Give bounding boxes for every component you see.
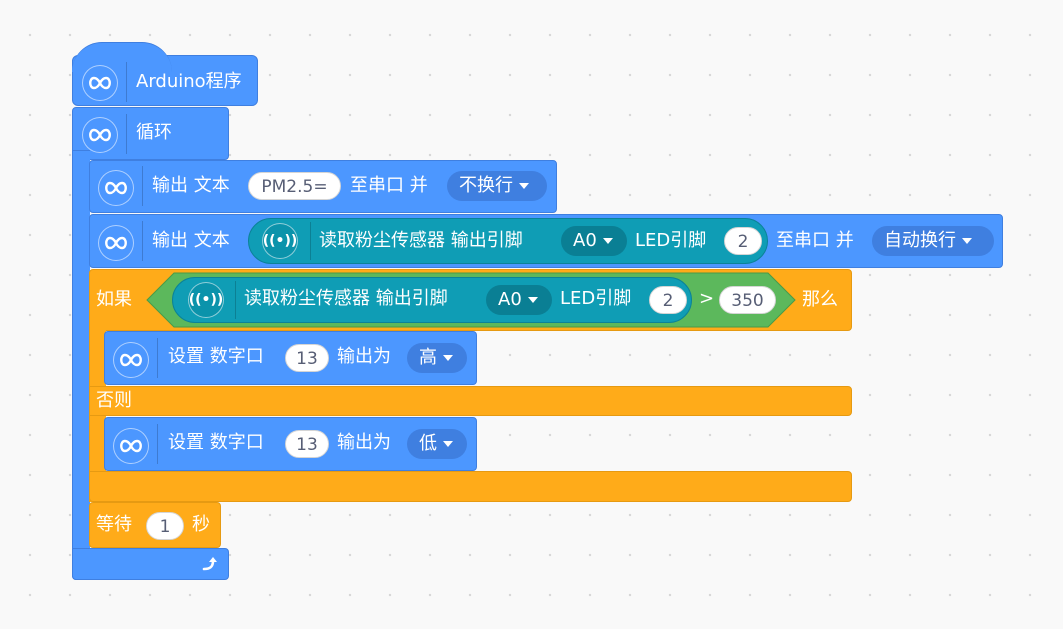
- caret-down-icon: [962, 238, 972, 244]
- if-else-block-middle: [89, 386, 852, 416]
- dust-sensor-reporter[interactable]: [172, 277, 692, 323]
- infinity-icon: [98, 170, 134, 206]
- if-else-block-bottom: [89, 471, 852, 502]
- dropdown-value: A0: [498, 289, 522, 310]
- operator-symbol: >: [699, 288, 715, 309]
- pin-number-input[interactable]: 13: [285, 430, 329, 458]
- caret-down-icon: [443, 355, 453, 361]
- separator: [157, 424, 158, 464]
- newline-mode-dropdown[interactable]: 不换行: [447, 171, 547, 201]
- loop-block-bottom[interactable]: [72, 548, 229, 580]
- infinity-icon: [82, 65, 118, 101]
- print-prefix-label: 输出 文本: [152, 230, 230, 251]
- separator: [126, 62, 127, 102]
- set-pin-label: 设置 数字口: [168, 432, 264, 453]
- wait-label: 等待: [96, 514, 132, 535]
- led-pin-input[interactable]: 2: [649, 286, 687, 314]
- infinity-icon: [113, 342, 149, 378]
- serial-label: 至串口 并: [776, 230, 854, 251]
- separator: [142, 221, 143, 261]
- dropdown-value: 自动换行: [884, 230, 956, 251]
- loop-arrow-icon: [200, 554, 220, 574]
- infinity-icon: [82, 117, 118, 153]
- sensor-label: 读取粉尘传感器 输出引脚: [244, 288, 448, 309]
- hat-block-cap: [72, 42, 172, 72]
- set-pin-label: 设置 数字口: [168, 346, 264, 367]
- dropdown-value: 不换行: [459, 175, 513, 196]
- dropdown-value: A0: [573, 230, 597, 251]
- text-input[interactable]: PM2.5=: [248, 172, 341, 200]
- threshold-input[interactable]: 350: [719, 286, 776, 314]
- level-dropdown[interactable]: 高: [407, 343, 467, 373]
- caret-down-icon: [602, 238, 613, 244]
- loop-label: 循环: [136, 122, 172, 143]
- radio-wave-icon: ((•)): [262, 223, 298, 259]
- dust-sensor-reporter[interactable]: [248, 218, 768, 264]
- dropdown-value: 高: [419, 347, 437, 368]
- led-label: LED引脚: [560, 288, 632, 309]
- sensor-label: 读取粉尘传感器 输出引脚: [319, 230, 523, 251]
- caret-down-icon: [527, 297, 538, 303]
- program-label: Arduino程序: [136, 71, 242, 92]
- else-label: 否则: [96, 390, 132, 411]
- newline-mode-dropdown[interactable]: 自动换行: [872, 226, 994, 256]
- led-label: LED引脚: [635, 230, 707, 251]
- dropdown-value: 低: [419, 433, 437, 454]
- caret-down-icon: [443, 441, 453, 447]
- infinity-icon: [98, 225, 134, 261]
- pin-dropdown[interactable]: A0: [561, 226, 627, 256]
- loop-block-arm: [72, 150, 90, 580]
- separator: [235, 281, 236, 319]
- serial-label: 至串口 并: [350, 175, 428, 196]
- separator: [126, 114, 127, 154]
- print-prefix-label: 输出 文本: [152, 175, 230, 196]
- then-label: 那么: [802, 289, 838, 310]
- caret-down-icon: [519, 183, 529, 189]
- if-label: 如果: [96, 289, 132, 310]
- led-pin-input[interactable]: 2: [724, 227, 762, 255]
- level-dropdown[interactable]: 低: [407, 429, 467, 459]
- pin-number-input[interactable]: 13: [285, 344, 329, 372]
- radio-wave-icon: ((•)): [188, 282, 224, 318]
- output-label: 输出为: [337, 432, 391, 453]
- separator: [142, 166, 143, 206]
- pin-dropdown[interactable]: A0: [486, 285, 552, 315]
- wait-seconds-input[interactable]: 1: [146, 512, 184, 540]
- seconds-label: 秒: [192, 514, 210, 535]
- separator: [310, 222, 311, 260]
- infinity-icon: [113, 428, 149, 464]
- separator: [157, 338, 158, 378]
- output-label: 输出为: [337, 346, 391, 367]
